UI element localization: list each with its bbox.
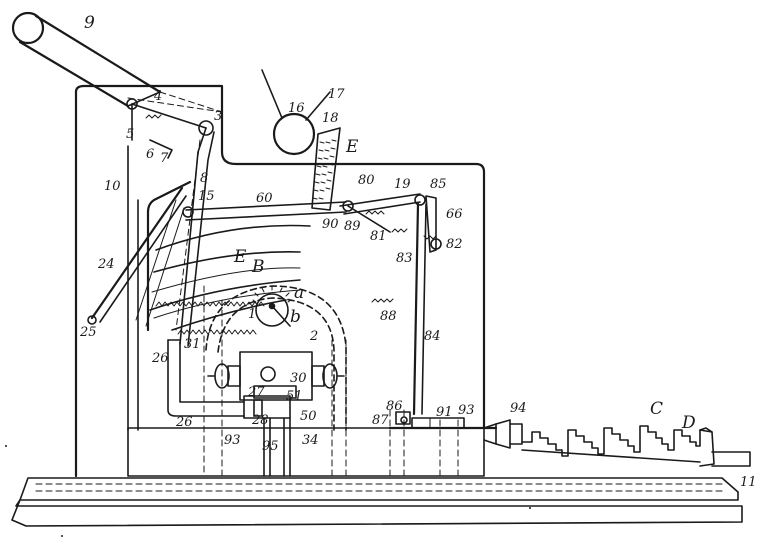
connecting-bar: [182, 193, 426, 233]
label-E-top: E: [345, 137, 359, 157]
label-82: 82: [446, 237, 463, 252]
base-rail: [11, 477, 743, 527]
label-C: C: [650, 399, 663, 419]
label-27: 27: [247, 385, 265, 400]
type-segment: [311, 127, 341, 211]
pinion-housing: [205, 285, 347, 431]
frame-plate: [74, 84, 486, 478]
label-88: 88: [380, 309, 397, 324]
label-31: 31: [184, 337, 201, 352]
label-24-left: 24: [97, 257, 115, 272]
stepped-cam: [483, 419, 751, 467]
label-11: 11: [740, 475, 757, 490]
label-B: B: [251, 257, 265, 277]
label-18: 18: [322, 111, 339, 126]
upper-linkage: [126, 91, 223, 347]
label-34: 34: [302, 433, 319, 448]
label-25: 25: [79, 325, 97, 340]
label-a: a: [294, 283, 304, 303]
label-60: 60: [256, 191, 273, 206]
label-50: 50: [300, 409, 317, 424]
label-b: b: [290, 307, 301, 327]
center-mechanism: [207, 351, 345, 401]
label-87: 87: [372, 413, 389, 428]
label-28: 28: [251, 413, 269, 428]
label-9: 9: [84, 13, 95, 33]
label-4: 4: [153, 89, 162, 104]
label-85: 85: [430, 177, 447, 192]
label-89: 89: [344, 219, 361, 234]
label-81: 81: [370, 229, 387, 244]
right-links: [371, 195, 442, 416]
label-7: 7: [160, 151, 169, 166]
label-95: 95: [262, 439, 279, 454]
label-2: 2: [309, 329, 318, 344]
label-94: 94: [510, 401, 527, 416]
label-E-mid: E: [233, 247, 247, 267]
label-16: 16: [288, 101, 305, 116]
label-93-right: 93: [458, 403, 475, 418]
gear-sector: [149, 279, 301, 335]
figure-labels: 9 4 3 5 6 7 10 8 15 16 17 18 E E 60 80 1…: [79, 13, 757, 490]
label-90: 90: [322, 217, 339, 232]
label-66: 66: [446, 207, 463, 222]
label-6: 6: [146, 147, 154, 162]
label-51: 51: [286, 389, 303, 404]
label-D: D: [681, 413, 696, 433]
label-1: 1: [248, 307, 256, 322]
sector-arcs: [151, 224, 311, 293]
ink-roller: [261, 69, 331, 156]
label-93-left: 93: [224, 433, 241, 448]
label-84: 84: [424, 329, 441, 344]
label-80: 80: [358, 173, 375, 188]
vertical-shafts: [263, 417, 291, 477]
label-3: 3: [214, 109, 222, 124]
label-10: 10: [104, 179, 121, 194]
label-86: 86: [386, 399, 403, 414]
label-8: 8: [200, 171, 208, 186]
lower-right-mechanism: [388, 411, 498, 430]
label-26-bottom: 26: [175, 415, 193, 430]
label-26-left: 26: [151, 351, 169, 366]
scatter-dots: [5, 445, 531, 537]
label-83: 83: [396, 251, 413, 266]
label-17: 17: [328, 87, 345, 102]
label-5: 5: [126, 127, 134, 142]
label-91: 91: [436, 405, 453, 420]
triangular-lever: [87, 180, 192, 332]
label-15: 15: [198, 189, 215, 204]
label-19: 19: [394, 177, 411, 192]
label-30: 30: [290, 371, 307, 386]
